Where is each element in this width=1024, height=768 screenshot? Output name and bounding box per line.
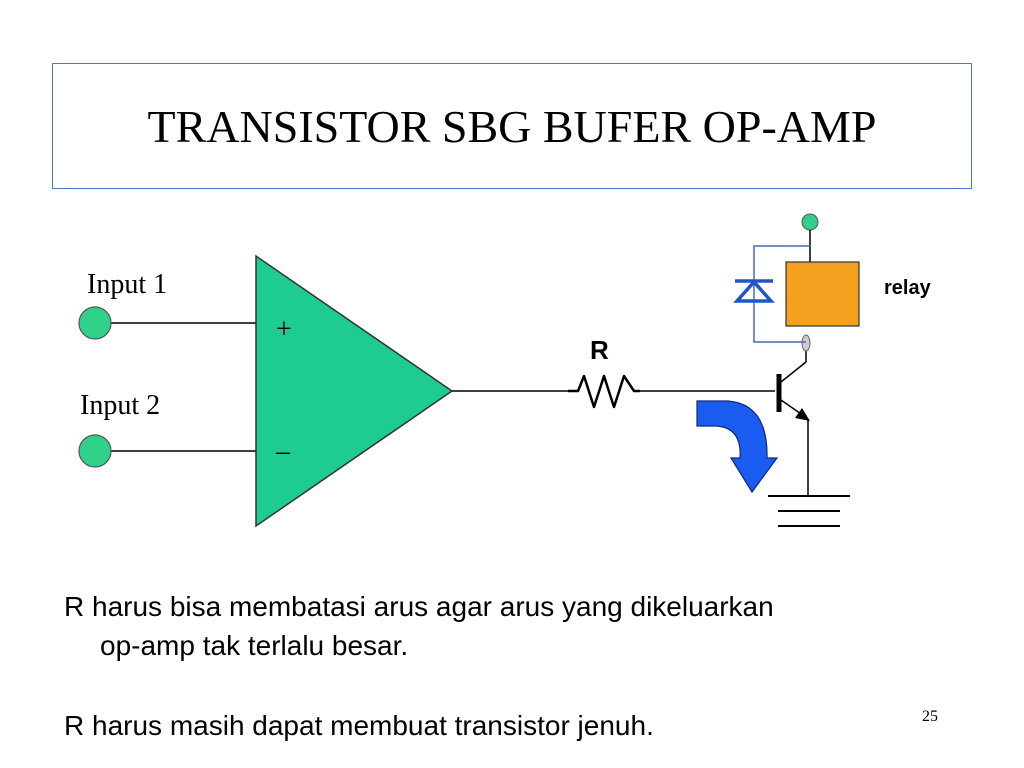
opamp-triangle xyxy=(255,254,454,528)
transistor-collector xyxy=(780,361,807,383)
diode-triangle xyxy=(733,279,775,303)
supply-terminal xyxy=(801,213,819,231)
explanation-line-1: R harus bisa membatasi arus agar arus ya… xyxy=(64,591,774,622)
title-box: TRANSISTOR SBG BUFER OP-AMP xyxy=(52,63,972,189)
relay-label: relay xyxy=(884,277,932,299)
relay-bottom-connector xyxy=(801,334,811,352)
opamp-minus-sign: – xyxy=(275,436,291,467)
relay-coil xyxy=(785,261,860,327)
input2-label: Input 2 xyxy=(80,390,160,421)
explanation-line-2: op-amp tak terlalu besar. xyxy=(100,630,409,661)
slide-title: TRANSISTOR SBG BUFER OP-AMP xyxy=(147,100,877,152)
input2-terminal xyxy=(78,434,112,468)
resistor xyxy=(568,374,640,409)
opamp-plus-sign: + xyxy=(276,314,292,345)
explanation-line-3: R harus masih dapat membuat transistor j… xyxy=(64,710,654,741)
page-number: 25 xyxy=(922,708,938,725)
diode-loop-wire xyxy=(753,245,810,343)
transistor-emitter-arrow xyxy=(795,408,810,421)
input1-label: Input 1 xyxy=(87,269,167,300)
resistor-label: R xyxy=(590,335,609,365)
input1-terminal xyxy=(78,306,112,340)
current-arrow-icon xyxy=(696,400,779,494)
